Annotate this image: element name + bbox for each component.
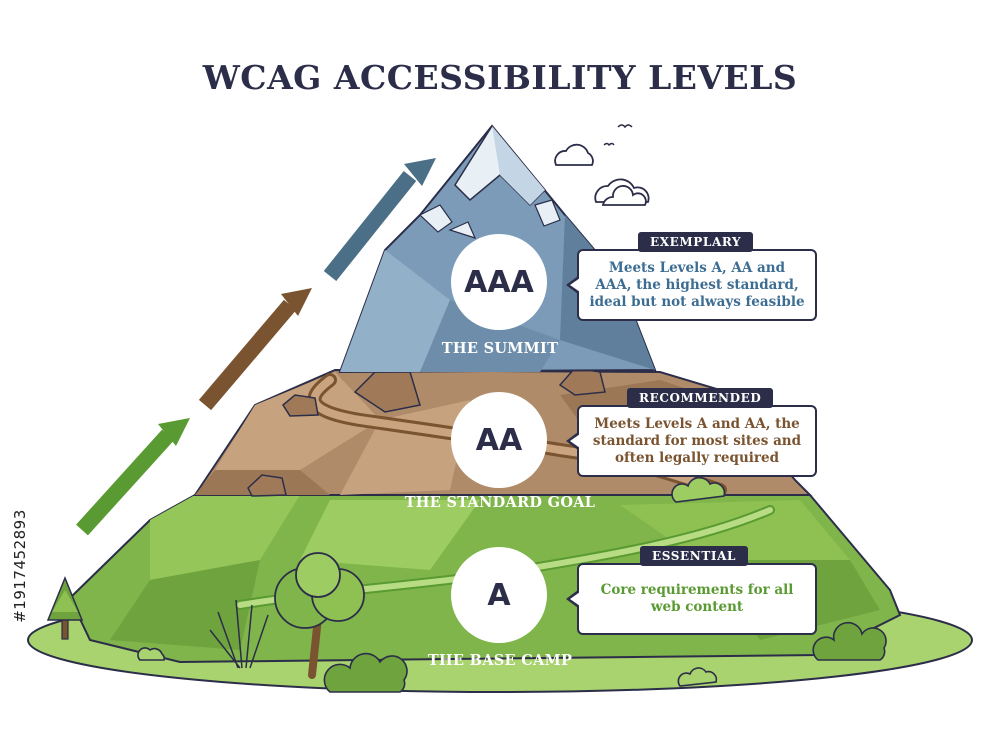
recommended-tag: RECOMMENDED bbox=[627, 388, 774, 408]
pine-tree-icon bbox=[46, 576, 84, 640]
aa-badge: AA bbox=[451, 392, 547, 488]
birds-icon bbox=[603, 124, 633, 147]
base-description: Core requirements for all web content bbox=[566, 563, 817, 635]
base-caption: THE BASE CAMP bbox=[427, 652, 573, 669]
exemplary-tag: EXEMPLARY bbox=[638, 232, 754, 252]
bush-icon bbox=[137, 476, 887, 693]
base-arrow bbox=[76, 418, 190, 536]
grass-tuft-icon bbox=[209, 599, 269, 669]
essential-tag: ESSENTIAL bbox=[640, 546, 749, 566]
standard-description: Meets Levels A and AA, the standard for … bbox=[566, 405, 817, 477]
aaa-badge: AAA bbox=[451, 234, 547, 330]
summit-caption: THE SUMMIT bbox=[441, 340, 559, 357]
image-id-label: #1917452893 bbox=[11, 509, 29, 623]
oak-tree-icon bbox=[274, 552, 365, 679]
page-title: WCAG ACCESSIBILITY LEVELS bbox=[202, 58, 798, 97]
a-badge: A bbox=[451, 547, 547, 643]
standard-arrow bbox=[198, 288, 312, 411]
cloud-icon bbox=[554, 143, 650, 206]
standard-caption: THE STANDARD GOAL bbox=[404, 494, 596, 511]
summit-description: Meets Levels A, AA and AAA, the highest … bbox=[566, 249, 817, 321]
summit-arrow bbox=[323, 158, 436, 281]
